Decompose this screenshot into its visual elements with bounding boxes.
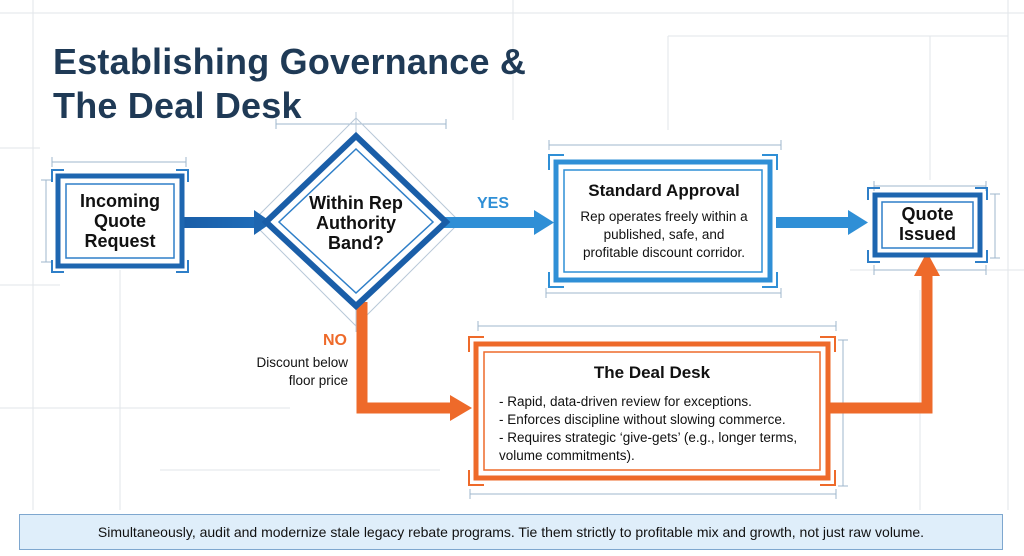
dealdesk-item: - Requires strategic ‘give-gets’ (e.g., … — [499, 430, 798, 463]
edge-label-no: NO — [323, 332, 347, 349]
node-issued-label: Quote Issued — [898, 204, 957, 244]
node-decision-label: Within Rep Authority Band? — [309, 193, 403, 253]
node-dealdesk-list: - Rapid, data-driven review for exceptio… — [499, 393, 819, 465]
node-incoming-label: Incoming Quote Request — [80, 191, 160, 251]
node-decision-diamond — [261, 131, 451, 311]
node-standard-body: Rep operates freely within a published, … — [580, 209, 748, 260]
node-issued-label-box: Quote Issued — [882, 200, 973, 248]
arrow-decision-to-dealdesk — [356, 302, 472, 421]
arrow-decision-to-standard — [440, 210, 554, 235]
node-standard-title: Standard Approval — [588, 181, 740, 200]
arrow-dealdesk-to-issued — [828, 252, 940, 414]
arrow-standard-to-issued — [776, 210, 868, 235]
footer-note-text: Simultaneously, audit and modernize stal… — [97, 524, 925, 540]
node-dealdesk-title: The Deal Desk — [593, 363, 711, 382]
page-title: Establishing Governance & The Deal Desk — [53, 41, 527, 126]
dimension-marks — [41, 119, 1000, 499]
dealdesk-item: - Enforces discipline without slowing co… — [499, 412, 786, 427]
edge-label-yes: YES — [477, 195, 510, 212]
dealdesk-item: - Rapid, data-driven review for exceptio… — [499, 394, 752, 409]
edge-condition-text: Discount below floor price — [256, 355, 348, 388]
node-decision-label-box: Within Rep Authority Band? — [296, 188, 416, 258]
node-deal-desk — [468, 336, 836, 486]
arrow-incoming-to-decision — [184, 210, 272, 235]
node-standard-approval — [548, 154, 778, 288]
footer-note: Simultaneously, audit and modernize stal… — [19, 514, 1003, 550]
node-quote-issued — [867, 187, 988, 263]
node-incoming-label-box: Incoming Quote Request — [66, 184, 174, 258]
node-standard-text-box: Standard Approval Rep operates freely wi… — [566, 170, 762, 272]
node-incoming-quote-request — [51, 169, 189, 273]
